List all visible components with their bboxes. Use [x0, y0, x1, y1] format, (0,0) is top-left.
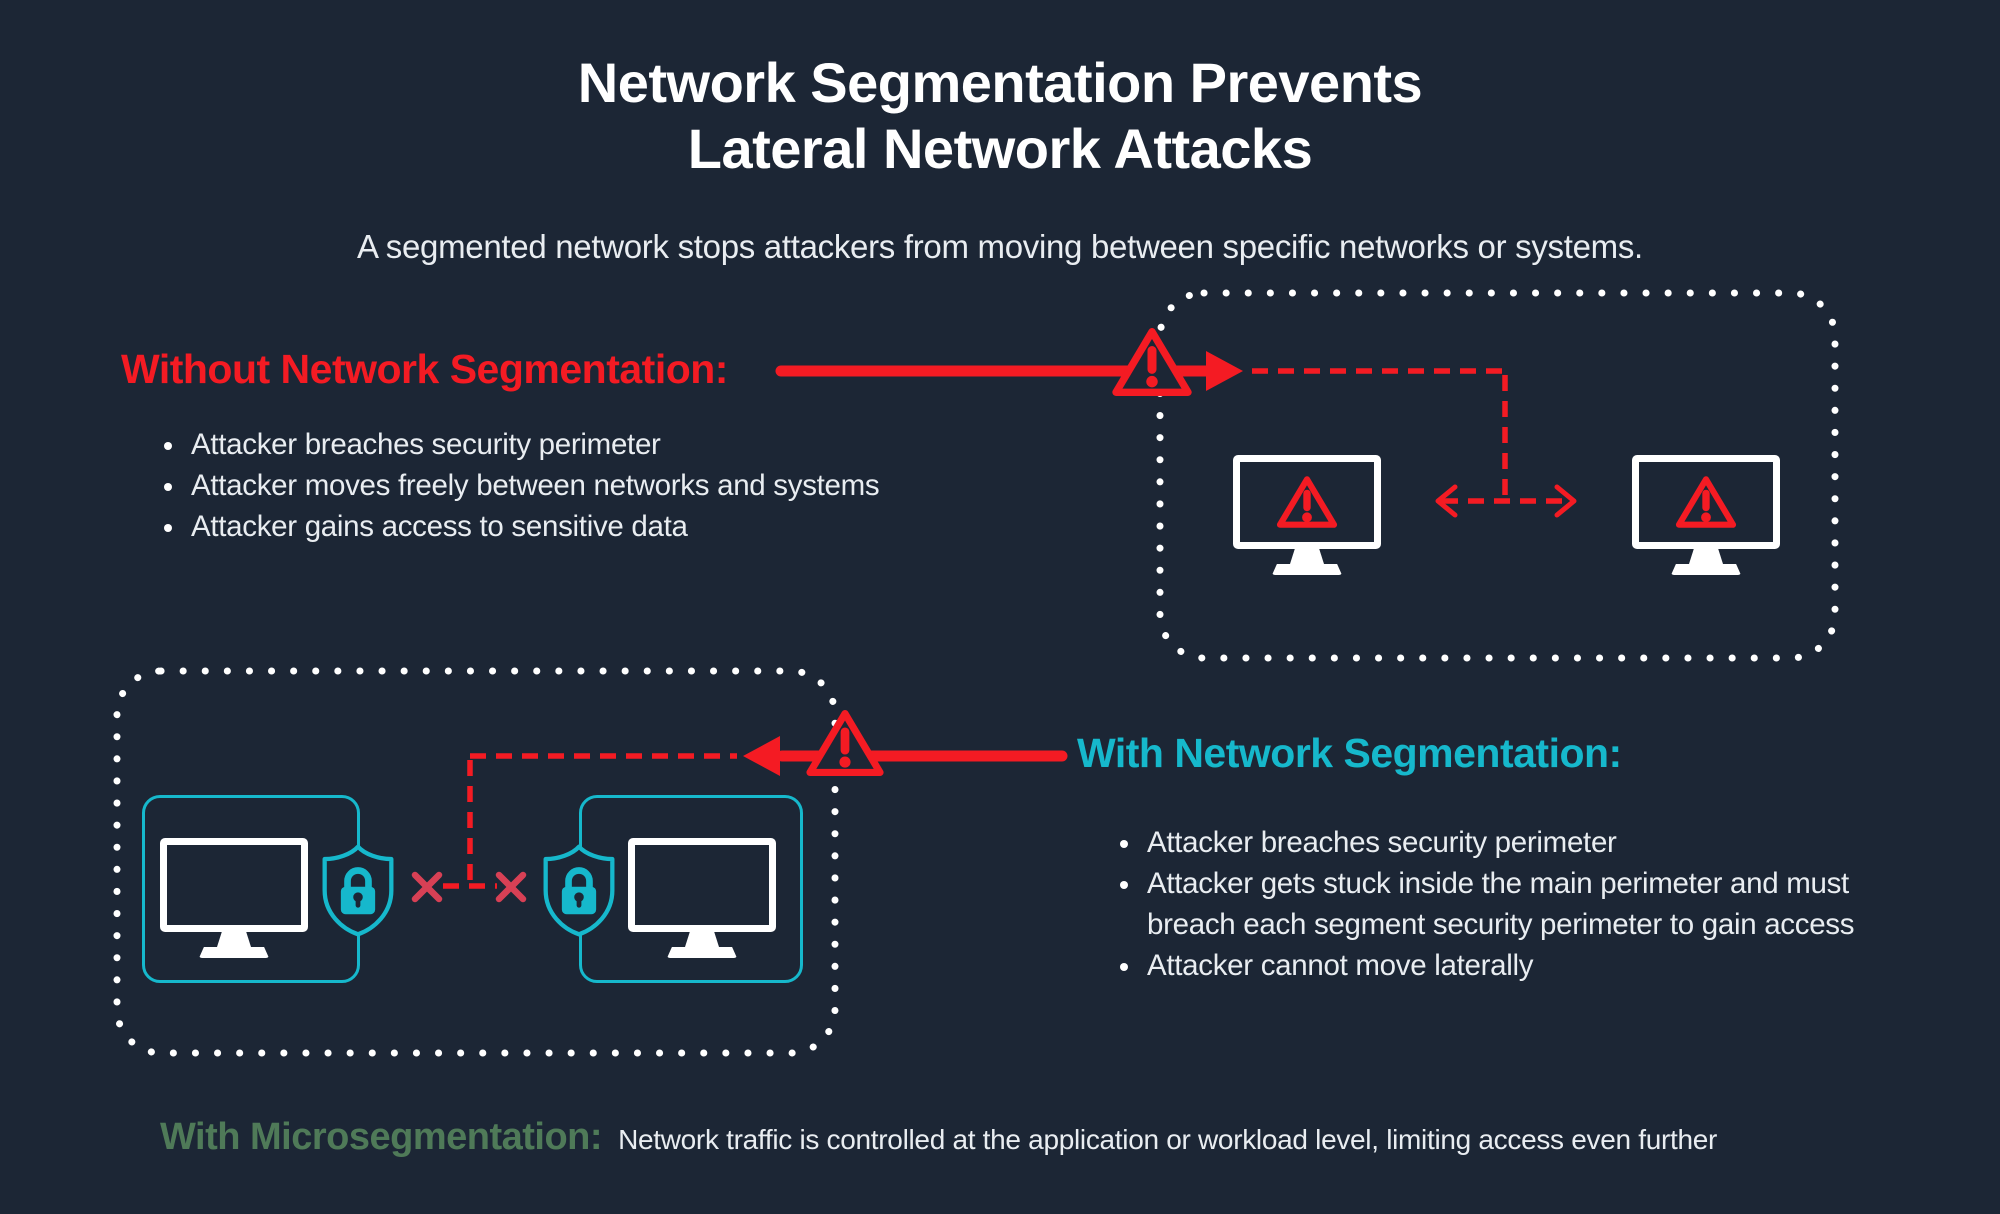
computer-alert-icon — [1632, 455, 1780, 575]
warning-icon — [1675, 476, 1737, 528]
computer-icon — [628, 838, 776, 958]
monitor-stand — [217, 932, 251, 947]
monitor-base — [1272, 564, 1342, 575]
bullet-item: Attacker cannot move laterally — [1143, 945, 1943, 986]
monitor-screen — [160, 838, 308, 932]
title-line-2: Lateral Network Attacks — [687, 117, 1313, 180]
subtitle: A segmented network stops attackers from… — [357, 228, 1643, 265]
microsegmentation-description: Network traffic is controlled at the app… — [618, 1124, 1718, 1155]
bullet-item: Attacker breaches security perimeter — [1143, 822, 1943, 863]
bullet-item: Attacker gains access to sensitive data — [187, 506, 947, 547]
warning-icon — [806, 709, 884, 777]
shield-lock-icon — [543, 844, 615, 937]
microsegmentation-note: With Microsegmentation: Network traffic … — [160, 1116, 1717, 1159]
microsegmentation-heading: With Microsegmentation: — [160, 1116, 603, 1158]
monitor-screen — [1233, 455, 1381, 549]
monitor-screen — [628, 838, 776, 932]
without-segmentation-list: Attacker breaches security perimeter Att… — [121, 424, 947, 547]
monitor-screen — [1632, 455, 1780, 549]
monitor-base — [199, 947, 269, 958]
with-segmentation-list: Attacker breaches security perimeter Att… — [1077, 822, 1943, 986]
monitor-stand — [1290, 549, 1324, 564]
warning-icon — [1276, 476, 1338, 528]
with-segmentation-heading: With Network Segmentation: — [1077, 730, 1622, 776]
page-title: Network Segmentation Prevents Lateral Ne… — [0, 50, 2000, 182]
computer-icon — [160, 838, 308, 958]
bullet-item: Attacker breaches security perimeter — [187, 424, 947, 465]
unsegmented-network-zone — [1155, 288, 1840, 663]
monitor-stand — [1689, 549, 1723, 564]
dotted-perimeter-border-icon — [1156, 289, 1839, 662]
monitor-stand — [685, 932, 719, 947]
computer-alert-icon — [1233, 455, 1381, 575]
bullet-item: Attacker moves freely between networks a… — [187, 465, 947, 506]
warning-icon — [1112, 328, 1192, 396]
without-segmentation-heading: Without Network Segmentation: — [121, 346, 728, 392]
bullet-item: Attacker gets stuck inside the main peri… — [1143, 863, 1943, 945]
title-line-1: Network Segmentation Prevents — [577, 51, 1423, 114]
shield-lock-icon — [322, 844, 394, 937]
monitor-base — [1671, 564, 1741, 575]
monitor-base — [667, 947, 737, 958]
